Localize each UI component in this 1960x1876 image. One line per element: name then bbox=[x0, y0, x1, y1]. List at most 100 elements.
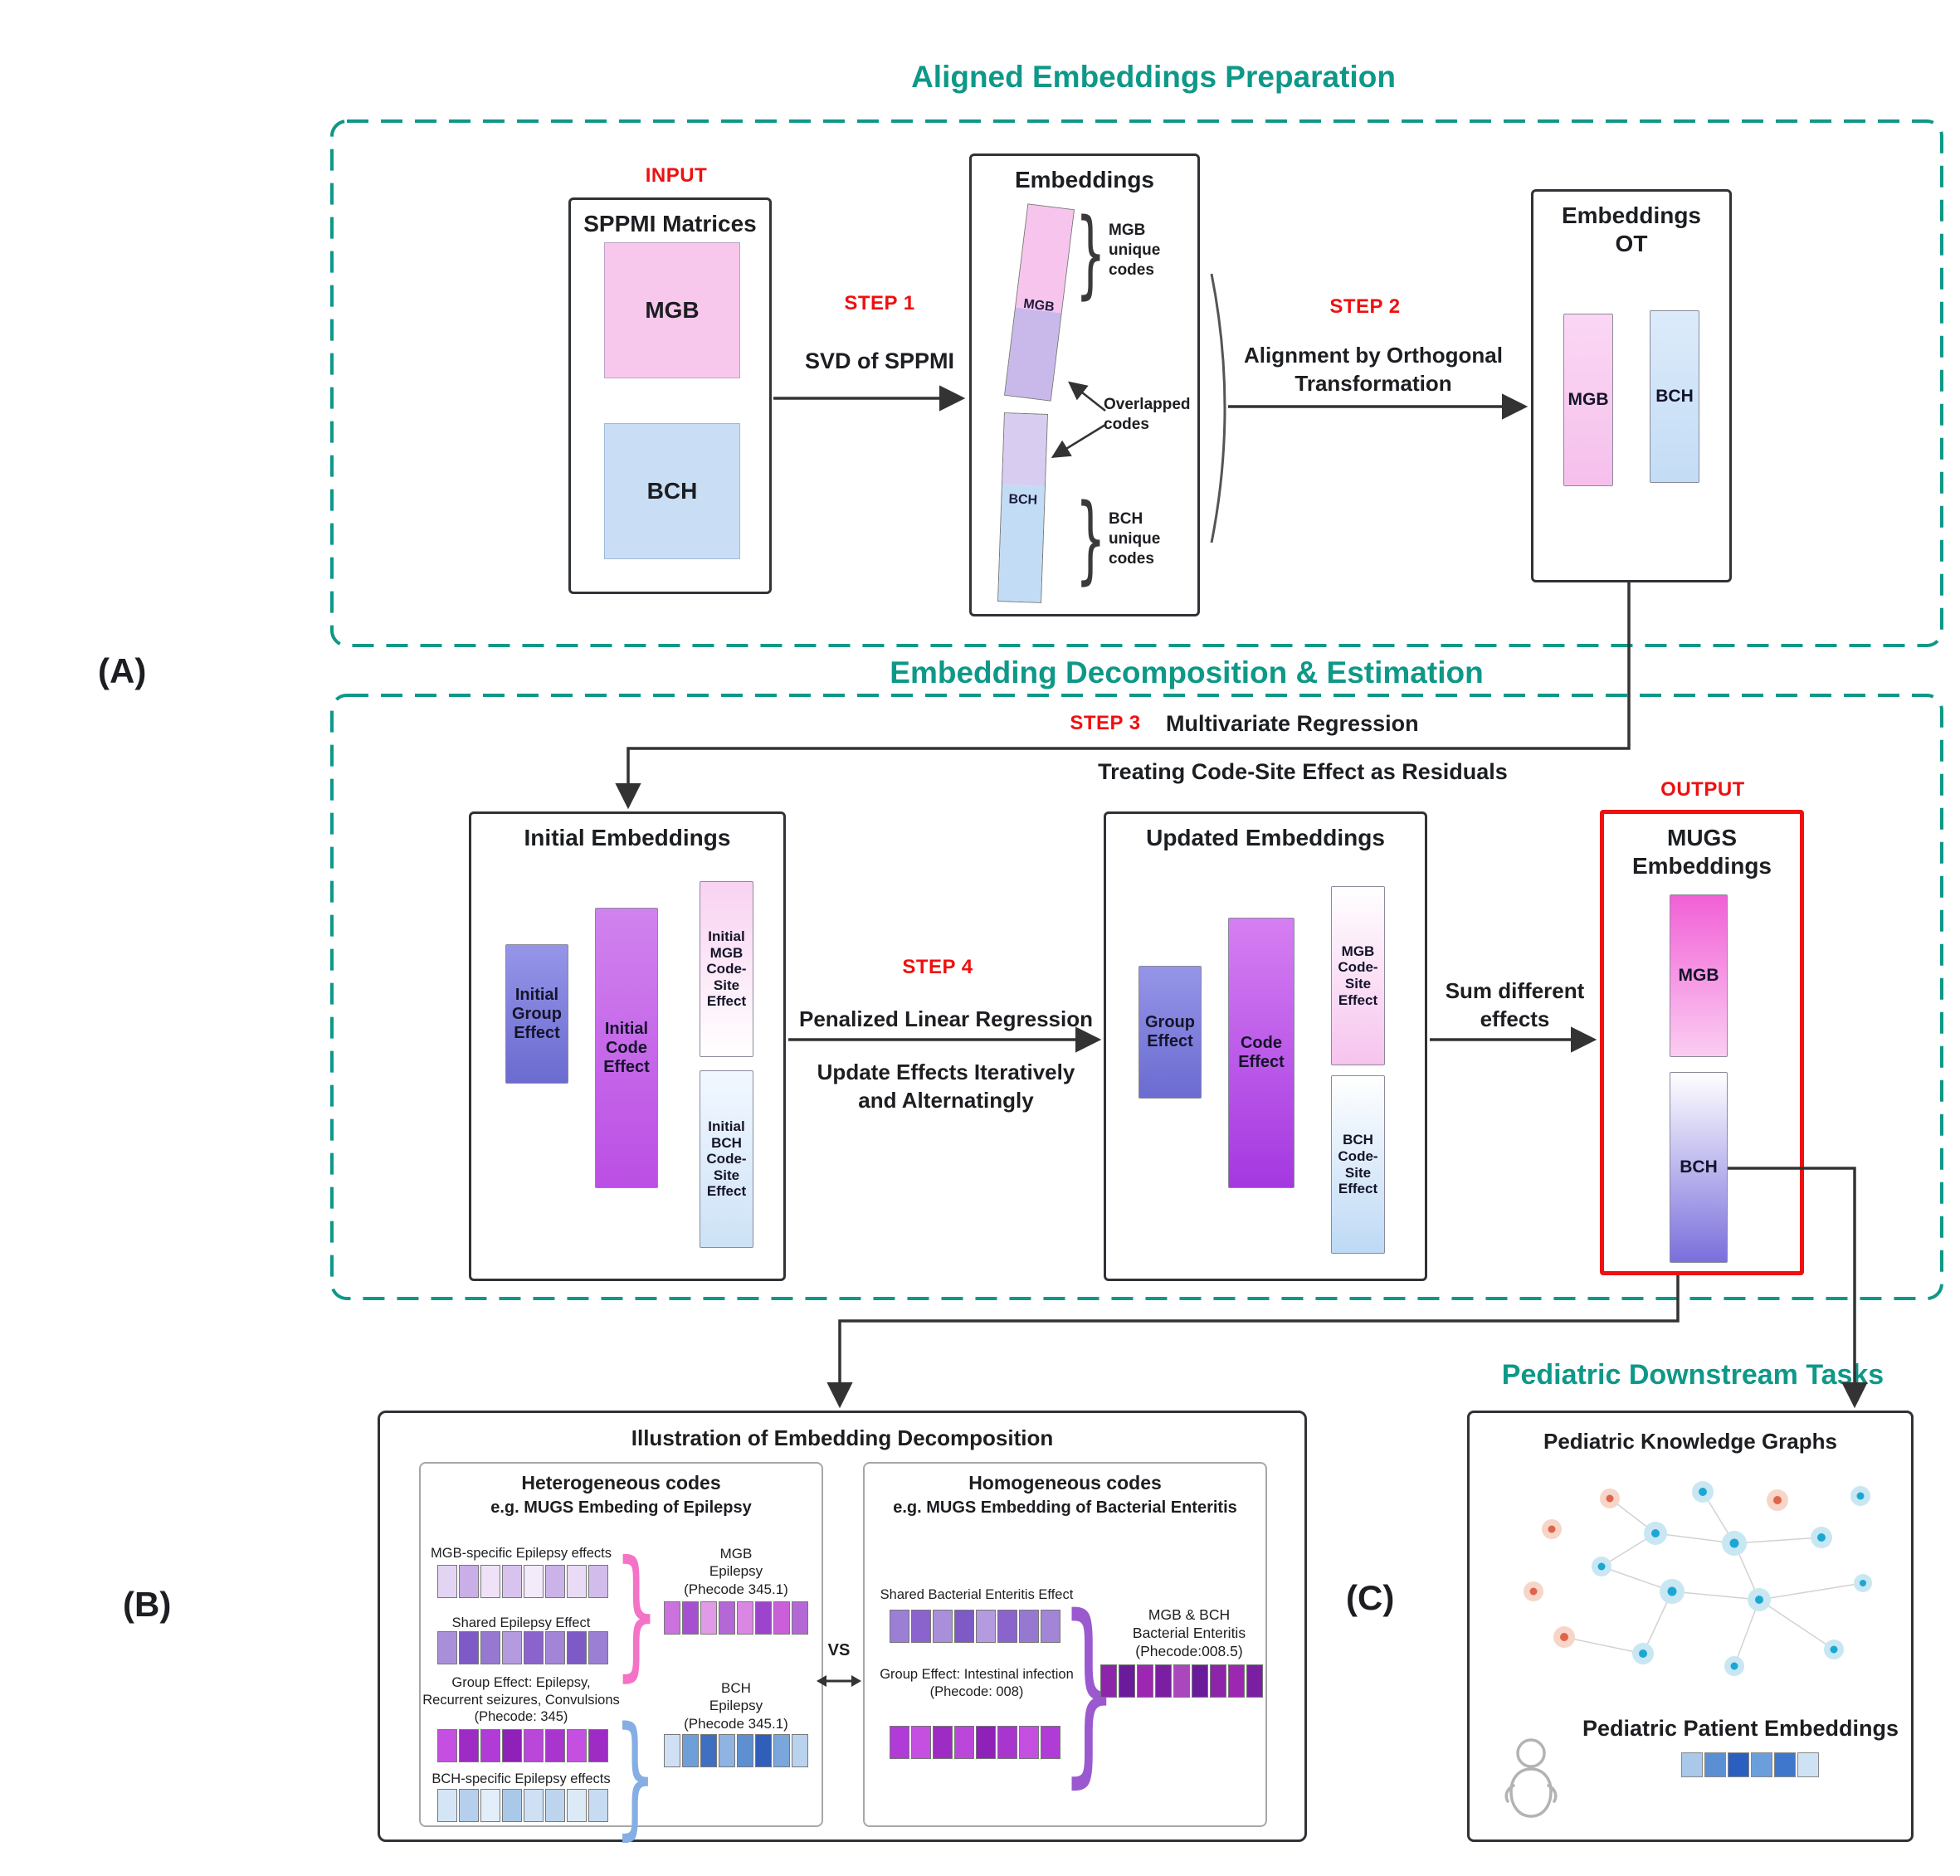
embedding-cell bbox=[502, 1565, 522, 1598]
embedding-cell bbox=[480, 1565, 500, 1598]
embedding-cell bbox=[1019, 1610, 1039, 1643]
initial-bch-code-site-bar: Initial BCH Code- Site Effect bbox=[700, 1070, 753, 1248]
group-effect-epilepsy-label: Group Effect: Epilepsy, Recurrent seizur… bbox=[422, 1675, 620, 1725]
shared-epilepsy-effect-row bbox=[437, 1631, 608, 1664]
mgb-unique-codes-label: MGB unique codes bbox=[1109, 222, 1161, 279]
embedding-cell bbox=[437, 1789, 457, 1822]
embedding-cell bbox=[773, 1734, 790, 1767]
embedding-cell bbox=[997, 1726, 1017, 1759]
embedding-cell bbox=[567, 1789, 587, 1822]
step1-text: SVD of SPPMI bbox=[804, 348, 955, 373]
embedding-cell bbox=[1041, 1610, 1060, 1643]
step3-subtext: Treating Code-Site Effect as Residuals bbox=[1098, 759, 1508, 784]
embedding-cell bbox=[588, 1631, 608, 1664]
input-label: INPUT bbox=[645, 164, 708, 187]
embedding-cell bbox=[1119, 1664, 1135, 1698]
bch-unique-codes-label: BCH unique codes bbox=[1109, 510, 1161, 568]
embedding-cell bbox=[588, 1565, 608, 1598]
knowledge-graphs-title: Pediatric Knowledge Graphs bbox=[1543, 1429, 1837, 1454]
group-effect-label: Group Effect bbox=[1145, 1013, 1195, 1050]
heterogeneous-subtitle: e.g. MUGS Embeding of Epilepsy bbox=[490, 1498, 752, 1517]
bch-code-site-label: BCH Code- Site Effect bbox=[1338, 1132, 1378, 1197]
embedding-cell bbox=[1228, 1664, 1245, 1698]
mgb-overlap-segment bbox=[1005, 307, 1061, 401]
graph-blue-nodes bbox=[1592, 1481, 1872, 1676]
embedding-cell bbox=[545, 1729, 565, 1762]
embedding-cell bbox=[737, 1601, 753, 1635]
embedding-cell bbox=[524, 1565, 544, 1598]
embeddings-title: Embeddings bbox=[1014, 167, 1154, 192]
embedding-cell bbox=[1137, 1664, 1153, 1698]
embedding-cell bbox=[682, 1601, 699, 1635]
panel-c-label: (C) bbox=[1346, 1578, 1395, 1617]
sppmi-bch-matrix: BCH bbox=[604, 423, 740, 559]
bch-epilepsy-result-row bbox=[664, 1734, 808, 1767]
updated-embeddings-title: Updated Embeddings bbox=[1146, 825, 1385, 850]
group-effect-intestinal-row bbox=[890, 1726, 1060, 1759]
embedding-cell bbox=[719, 1601, 735, 1635]
mgb-specific-effects-label: MGB-specific Epilepsy effects bbox=[431, 1546, 612, 1561]
ot-mgb-bar: MGB bbox=[1563, 314, 1613, 486]
shared-bacterial-enteritis-label: Shared Bacterial Enteritis Effect bbox=[880, 1587, 1074, 1602]
embedding-cell bbox=[682, 1734, 699, 1767]
embedding-cell bbox=[976, 1726, 996, 1759]
homogeneous-subtitle: e.g. MUGS Embedding of Bacterial Enterit… bbox=[893, 1498, 1237, 1517]
initial-mgb-code-site-label: Initial MGB Code- Site Effect bbox=[706, 928, 747, 1010]
embedding-cell bbox=[480, 1729, 500, 1762]
step2-label: STEP 2 bbox=[1329, 295, 1401, 318]
embedding-cell bbox=[459, 1631, 479, 1664]
homogeneous-codes-box bbox=[863, 1462, 1267, 1827]
initial-bch-code-site-label: Initial BCH Code- Site Effect bbox=[706, 1118, 747, 1200]
knowledge-graph-illustration bbox=[1524, 1481, 1872, 1676]
embedding-cell bbox=[437, 1565, 457, 1598]
sum-effects-text: Sum different effects bbox=[1445, 978, 1585, 1031]
embedding-cell bbox=[567, 1631, 587, 1664]
step3-text: Multivariate Regression bbox=[1166, 711, 1419, 736]
overlapped-codes-label: Overlapped codes bbox=[1104, 396, 1191, 433]
embedding-cell bbox=[954, 1610, 974, 1643]
bch-specific-effects-row bbox=[437, 1789, 608, 1822]
embedding-cell bbox=[700, 1601, 717, 1635]
embedding-cell bbox=[997, 1610, 1017, 1643]
embedding-cell bbox=[773, 1601, 790, 1635]
embedding-cell bbox=[976, 1610, 996, 1643]
brace-icon: } bbox=[614, 1698, 656, 1853]
mgb-bch-bacterial-enteritis-label: MGB & BCH Bacterial Enteritis (Phecode:0… bbox=[1132, 1606, 1246, 1659]
embedding-cell bbox=[755, 1734, 772, 1767]
embedding-cell bbox=[502, 1729, 522, 1762]
embedding-cell bbox=[792, 1734, 808, 1767]
code-effect-bar: Code Effect bbox=[1228, 918, 1294, 1188]
mugs-embeddings-title: MUGS Embeddings bbox=[1631, 825, 1772, 879]
embedding-bar-bch-label: BCH bbox=[1008, 492, 1038, 508]
embedding-cell bbox=[719, 1734, 735, 1767]
embeddings-ot-title: Embeddings OT bbox=[1561, 202, 1701, 256]
code-effect-label: Code Effect bbox=[1238, 1034, 1285, 1071]
group-effect-epilepsy-row bbox=[437, 1729, 608, 1762]
step4-text: Penalized Linear Regression bbox=[798, 1006, 1093, 1031]
embedding-cell bbox=[524, 1631, 544, 1664]
heterogeneous-title: Heterogeneous codes bbox=[521, 1472, 721, 1493]
graph-orange-nodes bbox=[1524, 1489, 1788, 1648]
homogeneous-title: Homogeneous codes bbox=[968, 1472, 1162, 1493]
embedding-cell bbox=[1210, 1664, 1226, 1698]
ot-mgb-label: MGB bbox=[1568, 390, 1609, 409]
baby-icon bbox=[1504, 1738, 1558, 1818]
embedding-cell bbox=[792, 1601, 808, 1635]
bch-specific-effects-label: BCH-specific Epilepsy effects bbox=[431, 1771, 611, 1786]
vs-label: VS bbox=[827, 1641, 851, 1659]
brace-icon: } bbox=[614, 1531, 660, 1695]
embedding-cell bbox=[502, 1631, 522, 1664]
embedding-cell bbox=[954, 1726, 974, 1759]
initial-group-effect-label: Initial Group Effect bbox=[512, 985, 562, 1042]
initial-mgb-code-site-bar: Initial MGB Code- Site Effect bbox=[700, 881, 753, 1057]
initial-code-effect-label: Initial Code Effect bbox=[603, 1019, 650, 1076]
embedding-cell bbox=[1774, 1752, 1796, 1777]
embedding-cell bbox=[588, 1789, 608, 1822]
embedding-cell bbox=[1192, 1664, 1208, 1698]
shared-epilepsy-effect-label: Shared Epilepsy Effect bbox=[451, 1615, 591, 1630]
embeddings-ot-box: Embeddings OT bbox=[1531, 189, 1732, 582]
step4-subtext: Update Effects Iteratively and Alternati… bbox=[817, 1060, 1075, 1113]
mgb-code-site-bar: MGB Code- Site Effect bbox=[1331, 886, 1385, 1065]
shared-bacterial-enteritis-row bbox=[890, 1610, 1060, 1643]
